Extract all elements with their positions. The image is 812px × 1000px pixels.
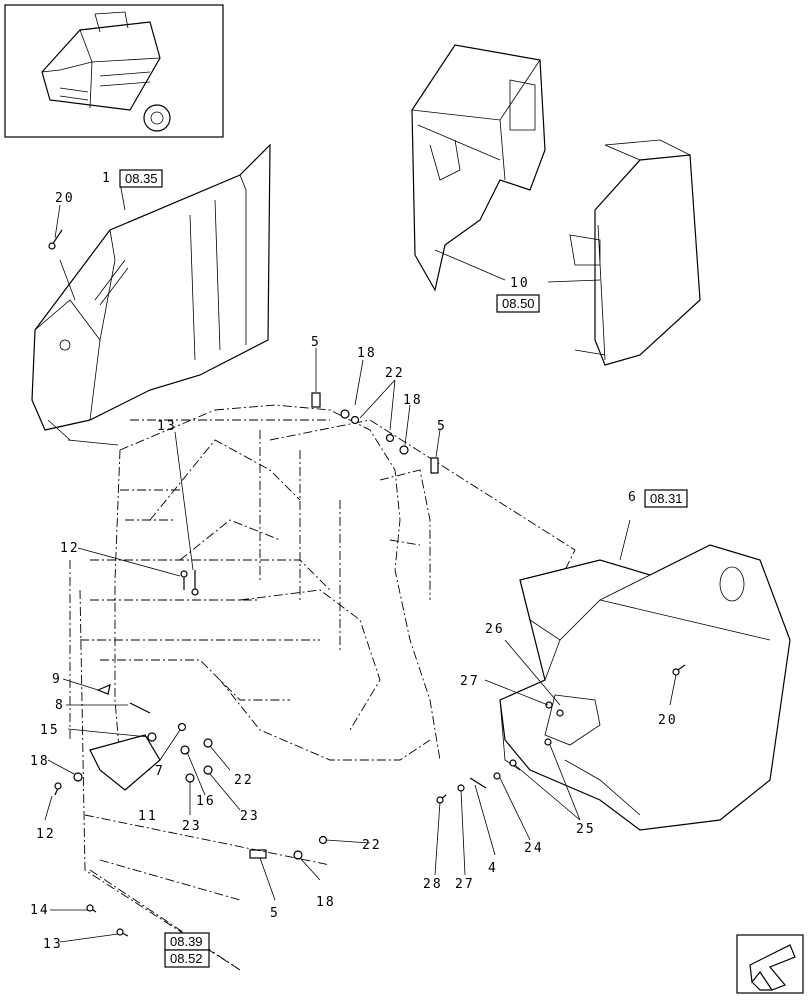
upper-panel-right — [569, 139, 701, 366]
callout-11: 11 — [138, 809, 158, 824]
callout-8: 8 — [55, 698, 65, 713]
callout-22: 22 — [362, 838, 382, 853]
baler-thumbnail-icon — [4, 4, 224, 138]
baler-frame — [69, 404, 576, 971]
callout-7: 7 — [155, 764, 165, 779]
callout-13: 13 — [157, 419, 177, 434]
callout-10: 10 — [510, 276, 530, 291]
reference-0850[interactable]: 08.50 — [502, 296, 535, 311]
callout-12: 12 — [60, 541, 80, 556]
callout-22: 22 — [385, 366, 405, 381]
hardware-items — [48, 229, 686, 971]
callout-18: 18 — [357, 346, 377, 361]
reference-0852[interactable]: 08.52 — [170, 951, 203, 966]
callout-25: 25 — [576, 822, 596, 837]
callout-23: 23 — [182, 819, 202, 834]
callout-22: 22 — [234, 773, 254, 788]
reference-0835[interactable]: 08.35 — [125, 171, 158, 186]
callout-labels: 1 20 10 5 18 22 18 5 13 6 12 26 27 9 8 1… — [30, 171, 678, 952]
callout-20: 20 — [658, 713, 678, 728]
callout-26: 26 — [485, 622, 505, 637]
callout-15: 15 — [40, 723, 60, 738]
callout-28: 28 — [423, 877, 443, 892]
callout-27: 27 — [455, 877, 475, 892]
callout-6: 6 — [628, 490, 638, 505]
next-page-arrow-icon[interactable] — [736, 934, 804, 994]
right-shield-panel — [499, 544, 791, 831]
callout-1: 1 — [102, 171, 112, 186]
callout-24: 24 — [524, 841, 544, 856]
callout-12: 12 — [36, 827, 56, 842]
upper-panel-left — [411, 44, 546, 292]
callout-13: 13 — [43, 937, 63, 952]
reference-0831[interactable]: 08.31 — [650, 491, 683, 506]
callout-23: 23 — [240, 809, 260, 824]
callout-16: 16 — [196, 794, 216, 809]
reference-boxes: 08.35 08.50 08.31 08.39 08.52 — [119, 169, 688, 968]
callout-9: 9 — [52, 672, 62, 687]
callout-14: 14 — [30, 903, 50, 918]
callout-5: 5 — [437, 419, 447, 434]
callout-20: 20 — [55, 191, 75, 206]
callout-4: 4 — [488, 861, 498, 876]
callout-5: 5 — [270, 906, 280, 921]
callout-5: 5 — [311, 335, 321, 350]
leader-lines — [44, 182, 677, 943]
callout-27: 27 — [460, 674, 480, 689]
callout-18: 18 — [316, 895, 336, 910]
left-shield-panel — [31, 143, 271, 446]
reference-0839[interactable]: 08.39 — [170, 934, 203, 949]
callout-18: 18 — [403, 393, 423, 408]
callout-18: 18 — [30, 754, 50, 769]
